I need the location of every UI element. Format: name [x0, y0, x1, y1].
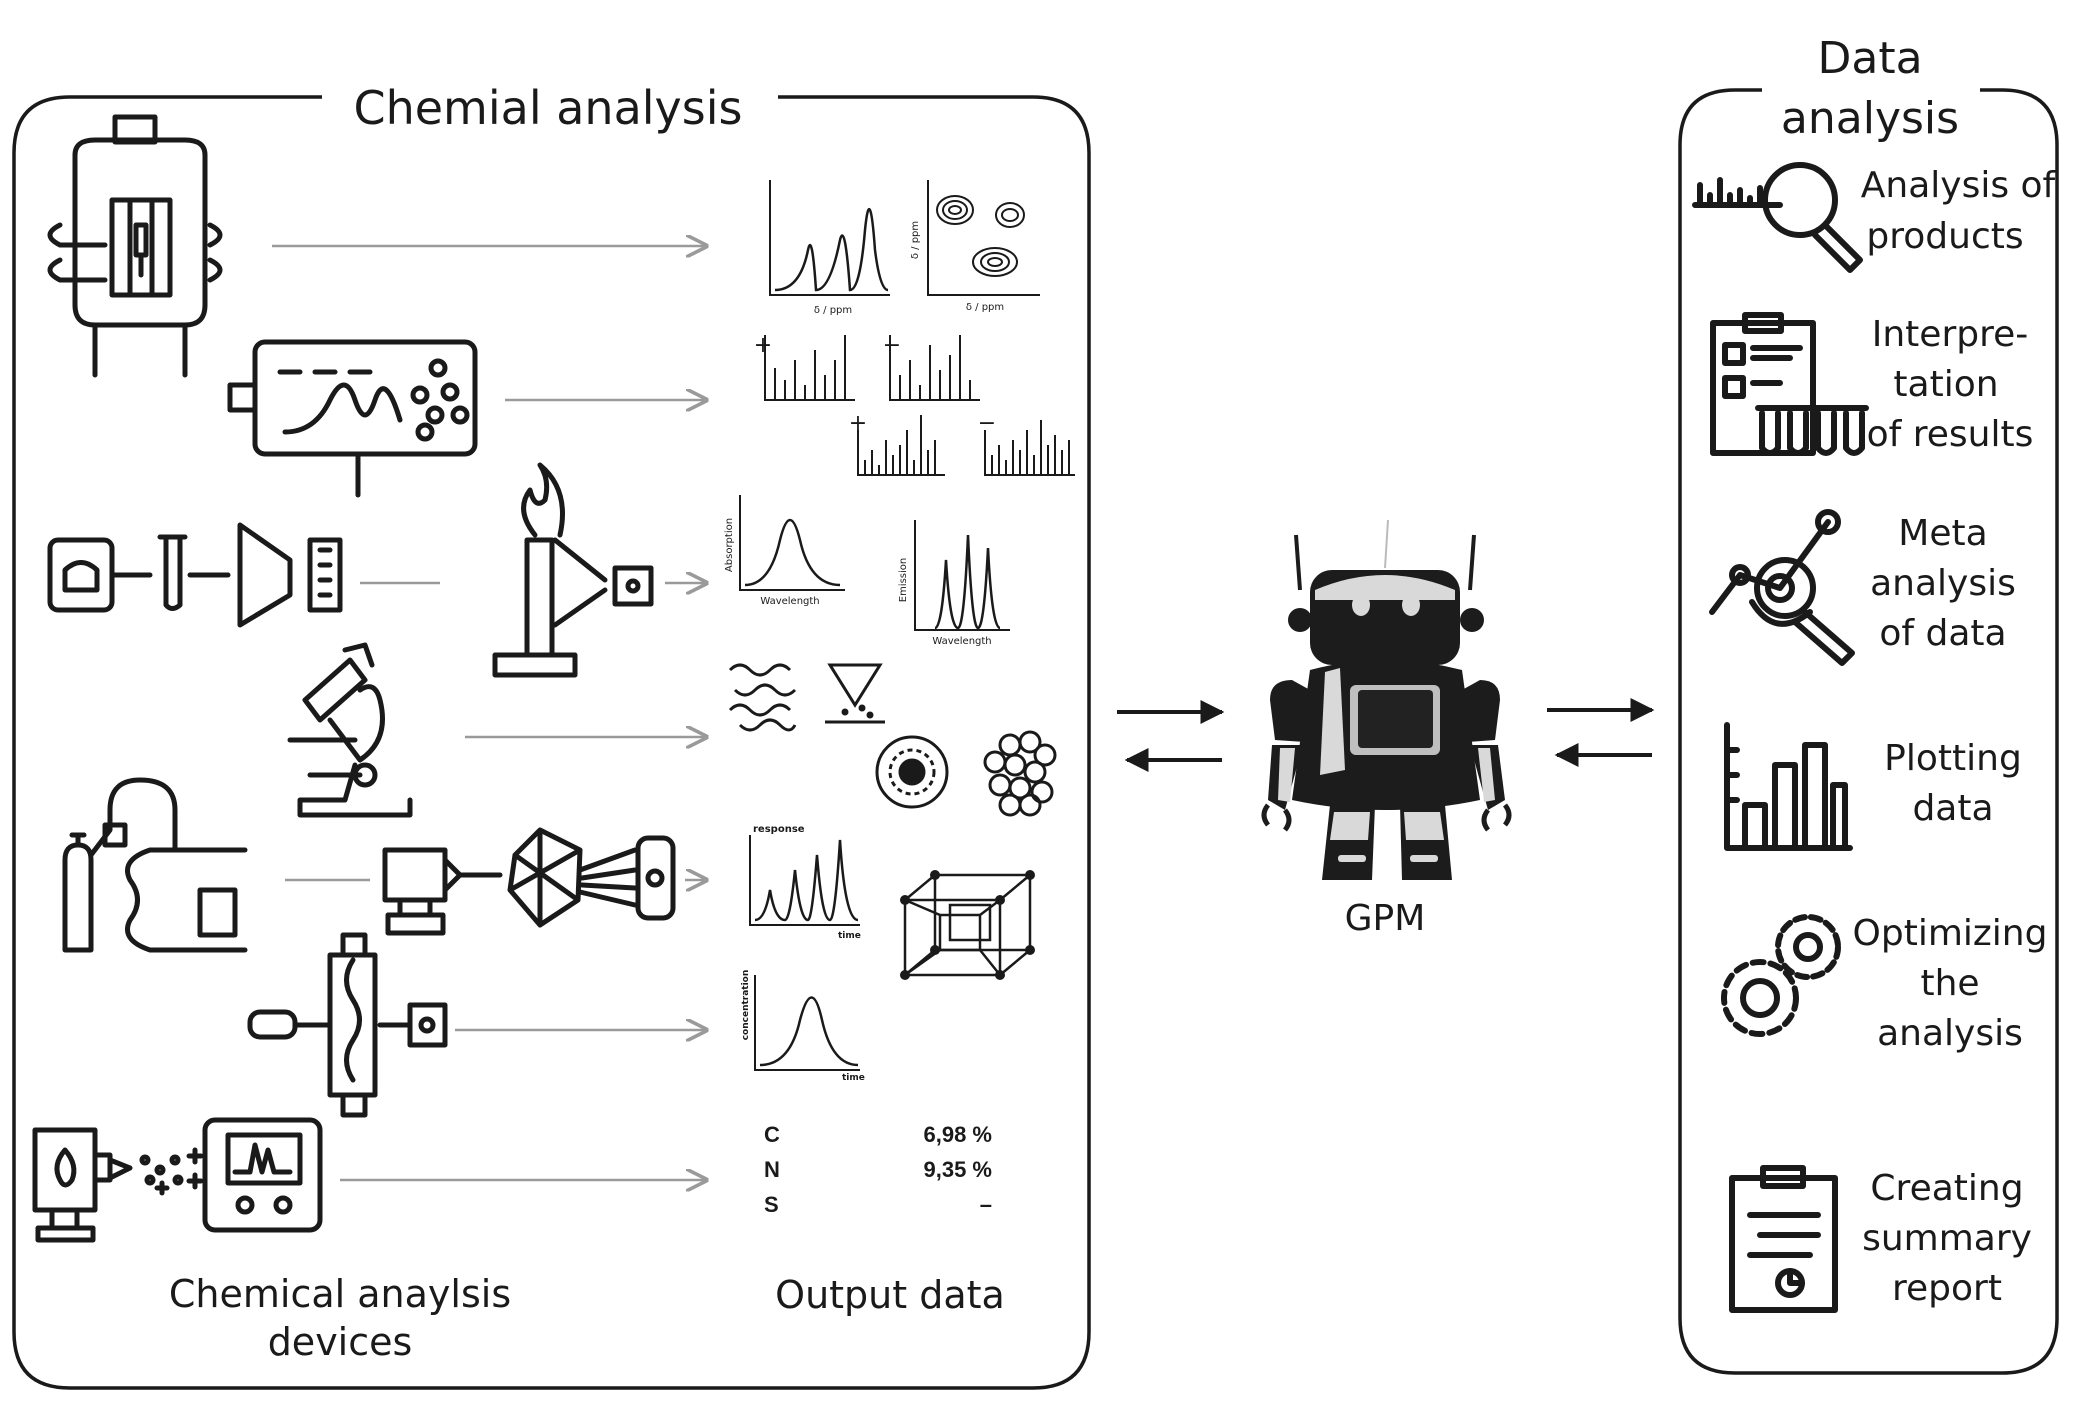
devices-caption-line2: devices [268, 1320, 413, 1364]
microscope-icon [287, 642, 413, 818]
mass-spectra-plots: + − + − [754, 333, 1075, 476]
data-analysis-panel: Data analysis [1678, 33, 2059, 1375]
item-opt-line3: analysis [1877, 1013, 2023, 1054]
network-magnifier-icon [1709, 509, 1855, 666]
bar-chart-icon [1724, 722, 1853, 851]
ms-negative-sign: − [883, 333, 901, 358]
value-s: – [980, 1192, 992, 1217]
item-plot-line1: Plotting [1884, 738, 2022, 779]
emission-xlabel: Wavelength [932, 636, 991, 647]
item-analysis-line2: products [1866, 216, 2023, 257]
flame-emission-icon [492, 462, 654, 678]
microscopy-images [728, 663, 1057, 817]
elemental-table: C 6,98 % N 9,35 % S – [764, 1122, 992, 1217]
concentration-plot: concentration time [741, 970, 865, 1083]
gas-chromatograph-icon [62, 777, 248, 953]
item-report-line3: report [1892, 1268, 2002, 1309]
nmr-2d-xlabel: δ / ppm [966, 302, 1004, 313]
exchange-arrows [1117, 698, 1655, 772]
absorption-ylabel: Absorption [724, 518, 735, 572]
output-caption: Output data [775, 1273, 1005, 1317]
element-n: N [764, 1157, 780, 1182]
reactor-device-icon [47, 114, 223, 378]
absorption-spectrum-plot: Absorption Wavelength [724, 495, 845, 607]
conc-xlabel: time [842, 1073, 865, 1083]
item-interp-line3: of results [1867, 414, 2034, 455]
nmr-2d-ylabel: δ / ppm [910, 221, 921, 259]
ms-negative-sign-2: − [978, 411, 996, 436]
item-report-line1: Creating [1870, 1168, 2023, 1209]
item-report-line2: summary [1862, 1218, 2032, 1259]
device-output-arrows [272, 246, 706, 1180]
chemical-analysis-panel: Chemial analysis Chemical anaylsis devic… [12, 81, 1091, 1390]
item-analysis-line1: Analysis of [1861, 165, 2057, 206]
item-meta-line2: analysis [1870, 563, 2016, 604]
value-n: 9,35 % [924, 1157, 993, 1182]
crystal-lattice-icon [900, 870, 1035, 980]
ms-positive-sign-2: + [849, 411, 867, 436]
emission-ylabel: Emission [898, 558, 909, 603]
chrom-xlabel: time [838, 931, 861, 941]
nmr-2d-plot: δ / ppm δ / ppm [910, 180, 1040, 313]
item-plot-line2: data [1912, 788, 1993, 829]
element-c: C [764, 1122, 780, 1147]
item-opt-line1: Optimizing [1853, 913, 2048, 954]
xray-diffraction-icon [382, 827, 676, 936]
particle-cluster-icon [983, 730, 1057, 817]
item-meta-line3: of data [1879, 613, 2006, 654]
chrom-ylabel: response [753, 824, 805, 835]
ms-positive-sign: + [754, 333, 772, 358]
data-analysis-title-line2: analysis [1781, 93, 1959, 144]
elemental-analyzer-icon [32, 1117, 323, 1243]
conc-ylabel: concentration [741, 970, 751, 1041]
liquid-chromatography-icon [247, 932, 448, 1118]
report-clipboard-icon [1729, 1165, 1838, 1313]
separation-workflow-icon [47, 522, 343, 628]
mass-spectrometer-icon [227, 339, 478, 498]
item-meta-line1: Meta [1898, 513, 1987, 554]
value-c: 6,98 % [924, 1122, 993, 1147]
emission-spectrum-plot: Emission Wavelength [898, 520, 1010, 647]
nmr-1d-plot: δ / ppm [769, 180, 890, 316]
data-analysis-title-line1: Data [1817, 33, 1922, 84]
absorption-xlabel: Wavelength [760, 596, 819, 607]
gpm-robot-icon: GPM [1261, 519, 1512, 939]
gears-icon [1721, 914, 1841, 1037]
magnifier-spectrum-icon [1692, 162, 1863, 273]
clipboard-test-tubes-icon [1710, 312, 1869, 456]
nmr-1d-xlabel: δ / ppm [814, 305, 852, 316]
panel-title: Chemial analysis [353, 81, 742, 135]
item-interp-line1: Interpre- [1872, 314, 2029, 355]
item-opt-line2: the [1920, 963, 1979, 1004]
element-s: S [764, 1192, 779, 1217]
devices-caption-line1: Chemical anaylsis [169, 1272, 511, 1316]
gpm-label: GPM [1345, 898, 1426, 939]
item-interp-line2: tation [1893, 364, 1998, 405]
chromatogram-plot: response time [749, 824, 861, 941]
